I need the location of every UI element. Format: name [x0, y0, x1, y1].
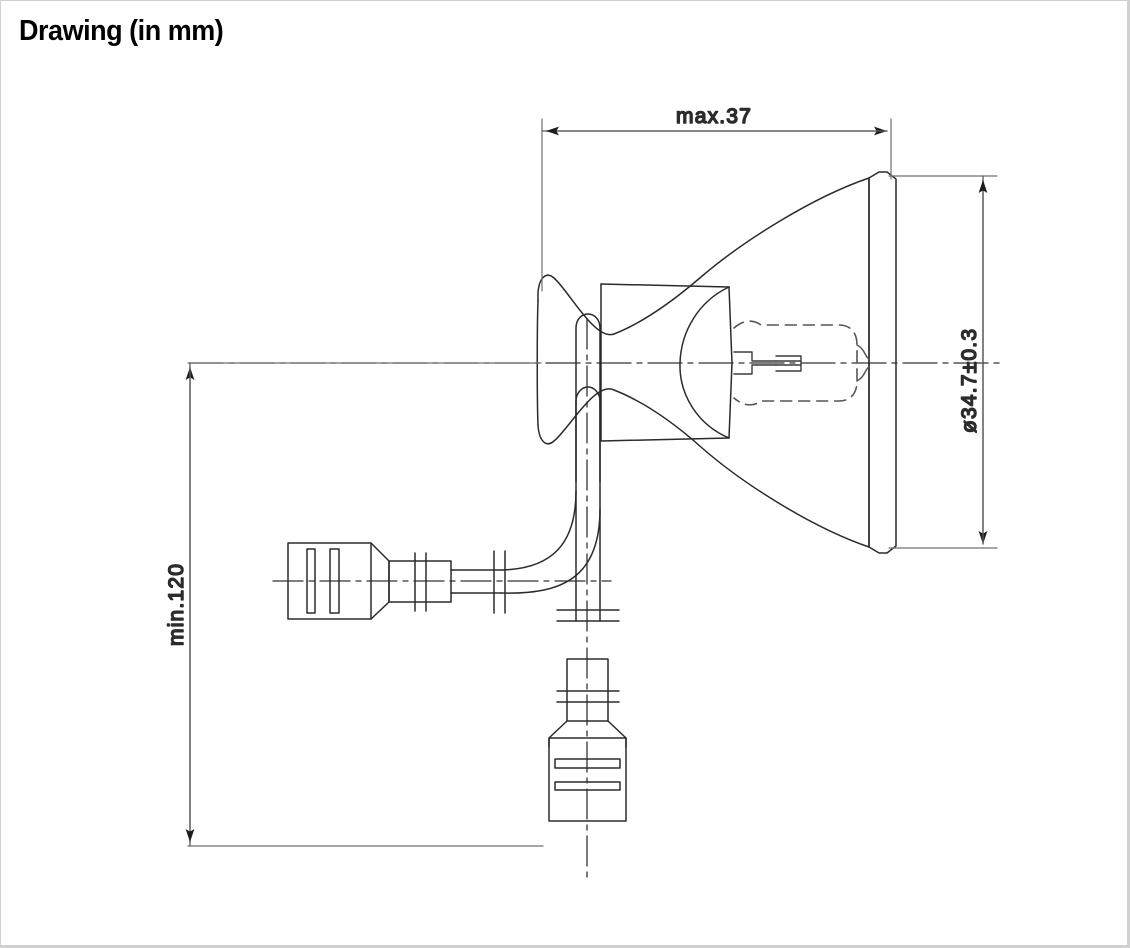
filament-assembly — [733, 351, 802, 375]
dimension-cable-extension — [187, 362, 544, 847]
dimension-diameter-extension — [888, 175, 998, 549]
front-lens — [868, 171, 897, 554]
capsule-pinch-seal — [856, 344, 870, 382]
page-title: Drawing (in mm) — [19, 15, 224, 47]
dimension-label-length: max.37 — [676, 105, 752, 128]
reflector-inner-cone — [600, 283, 733, 442]
dimension-label-cable-length: min.120 — [165, 563, 188, 646]
rear-neck — [575, 313, 601, 482]
reflector-surface-arc — [679, 286, 730, 439]
dimension-length-max37 — [541, 118, 892, 292]
halogen-capsule — [733, 320, 858, 406]
bottom-connector — [548, 658, 627, 822]
dimension-label-diameter: ø34.7±0.3 — [958, 328, 981, 433]
cable — [452, 400, 601, 622]
left-connector — [287, 542, 454, 620]
